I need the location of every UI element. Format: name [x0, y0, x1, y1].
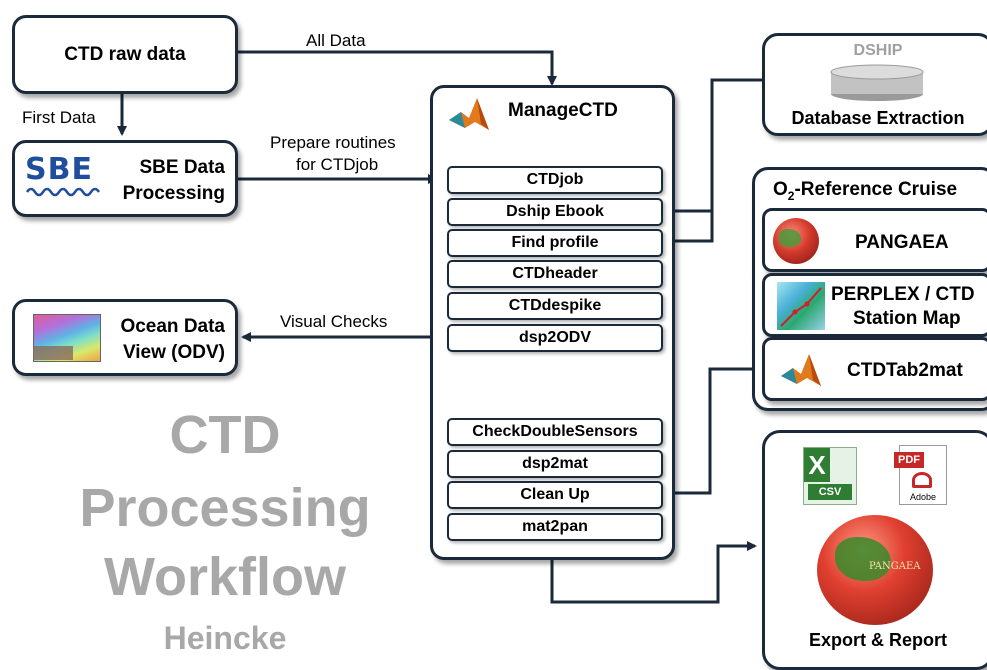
excel-csv-icon: X CSV	[803, 447, 857, 505]
perplex-label-line2: Station Map	[853, 308, 961, 329]
managectd-node: ManageCTD CTDjob Dship Ebook Find profil…	[430, 85, 675, 560]
o2-reference-title: O2-Reference Cruise	[773, 179, 957, 207]
raw-data-node: CTD raw data	[12, 15, 238, 94]
all-data-label: All Data	[306, 31, 366, 50]
module-dsp2mat: dsp2mat	[447, 450, 663, 478]
module-dship-ebook: Dship Ebook	[447, 198, 663, 226]
pangaea-node: PANGAEA	[762, 208, 987, 272]
o2-prefix: O	[773, 179, 788, 200]
sbe-label-line1: SBE Data	[139, 157, 225, 178]
odv-label-line2: View (ODV)	[122, 342, 225, 363]
edge-all-data	[238, 50, 557, 86]
database-icon	[830, 64, 924, 101]
prepare-label-line2: for CTDjob	[296, 155, 379, 174]
sbe-logo: SBE	[25, 155, 105, 203]
pangaea-land	[779, 229, 801, 247]
title-line2: Processing	[79, 478, 371, 538]
raw-data-label: CTD raw data	[64, 44, 186, 65]
prepare-label-line1: Prepare routines	[270, 133, 396, 152]
pdf-badge: PDF	[894, 452, 924, 468]
edge-dship-to-ebook	[664, 78, 762, 216]
module-find-profile: Find profile	[447, 229, 663, 257]
export-node: X CSV PDF Adobe PANGAEA Export & Report	[762, 430, 987, 670]
module-ctdjob: CTDjob	[447, 166, 663, 194]
perplex-node: PERPLEX / CTD Station Map	[762, 273, 987, 337]
title-line3: Workflow	[104, 547, 346, 607]
perplex-label-line1: PERPLEX / CTD	[831, 284, 975, 305]
odv-map-shade	[33, 346, 73, 360]
pangaea-large-land	[835, 537, 891, 581]
title-line1: CTD	[169, 405, 281, 465]
sbe-label-line2: Processing	[122, 183, 225, 204]
o2-suffix: -Reference Cruise	[794, 179, 958, 200]
pangaea-label: PANGAEA	[855, 232, 949, 253]
sbe-logo-text: SBE	[25, 152, 93, 187]
module-clean-up: Clean Up	[447, 481, 663, 509]
ctdtab2mat-node: CTDTab2mat	[762, 337, 987, 401]
dship-label: Database Extraction	[791, 108, 965, 128]
export-label: Export & Report	[808, 630, 947, 650]
dship-logo: DSHIP	[853, 42, 903, 59]
matlab-icon	[781, 354, 821, 386]
matlab-icon	[449, 98, 489, 130]
sbe-node: SBE SBE Data Processing	[12, 140, 238, 217]
module-checkdoublesensors: CheckDoubleSensors	[447, 418, 663, 446]
adobe-text: Adobe	[909, 492, 937, 502]
first-data-label: First Data	[22, 108, 96, 127]
wave-icon	[25, 187, 101, 197]
odv-label-line1: Ocean Data	[120, 316, 225, 337]
dship-node: DSHIP Database Extraction	[762, 33, 987, 136]
managectd-title: ManageCTD	[508, 100, 618, 121]
edge-dship-to-find	[664, 211, 714, 246]
csv-badge: CSV	[808, 484, 852, 500]
o2-subscript: 2	[787, 188, 795, 203]
odv-node: Ocean Data View (ODV)	[12, 299, 238, 376]
station-track-icon	[780, 287, 822, 327]
module-ctdheader: CTDheader	[447, 260, 663, 288]
module-dsp2odv: dsp2ODV	[447, 324, 663, 352]
pangaea-globe-text: PANGAEA	[869, 561, 921, 572]
edge-ctdtab-to-cleanup	[664, 367, 762, 498]
ctdtab2mat-label: CTDTab2mat	[847, 360, 963, 381]
title-author: Heincke	[163, 620, 287, 656]
module-ctddespike: CTDdespike	[447, 292, 663, 320]
visual-checks-label: Visual Checks	[280, 312, 388, 331]
module-mat2pan: mat2pan	[447, 513, 663, 541]
edge-manage-to-export	[550, 541, 757, 604]
pdf-icon: PDF Adobe	[894, 445, 947, 505]
